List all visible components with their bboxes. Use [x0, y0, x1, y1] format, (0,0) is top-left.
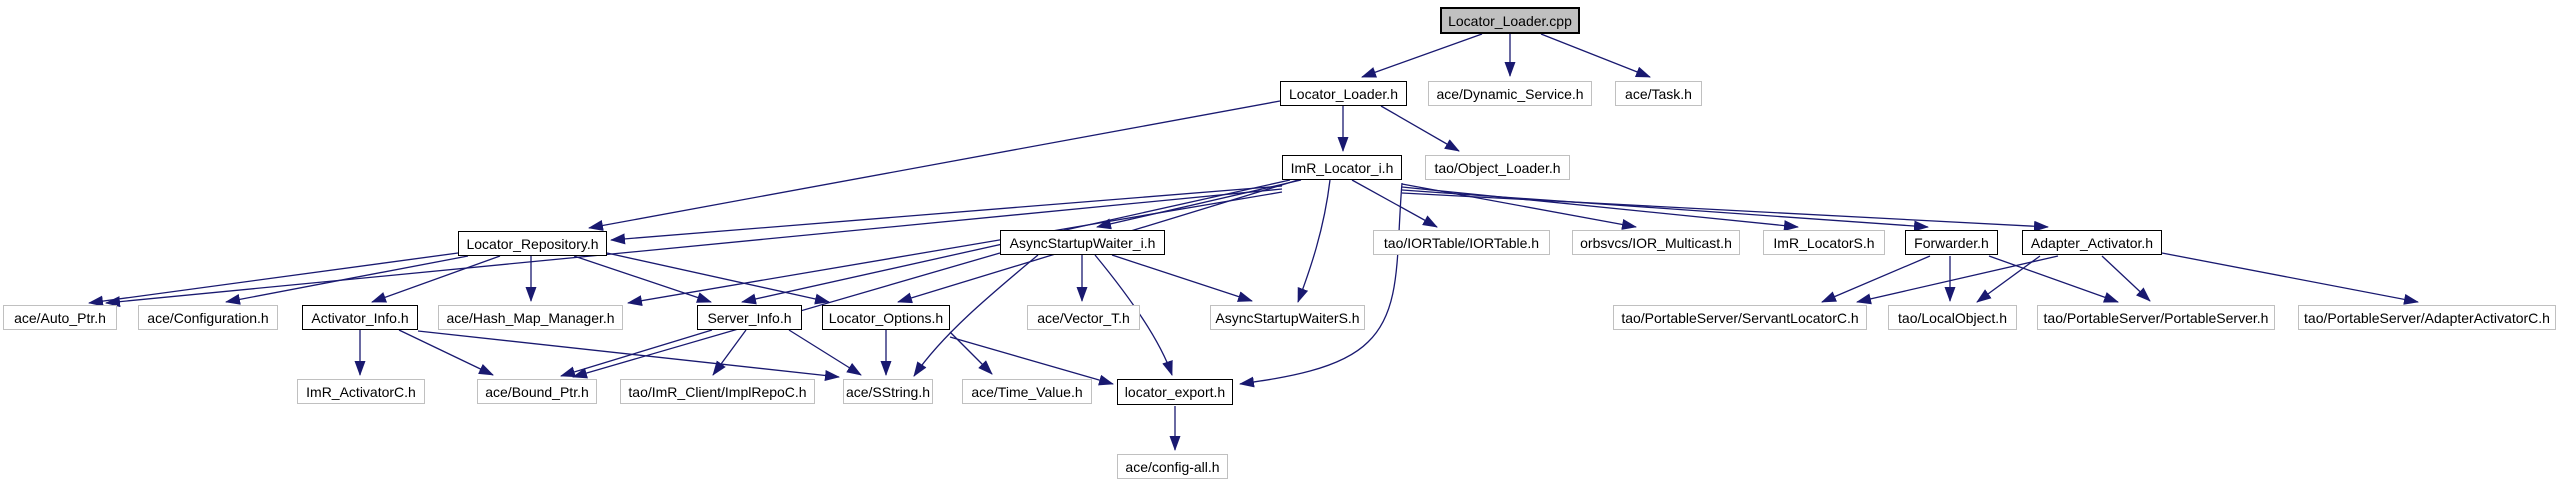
- edge-forwarder--tao-servantlocatorc: [1821, 255, 1931, 303]
- edge-locator-loader-cpp--ace-task: [1540, 33, 1651, 78]
- edge-locator-repository--locator-options: [606, 252, 830, 305]
- edge-locator-loader-h--locator-repository: [588, 100, 1281, 231]
- graph-node-ace-configuration: ace/Configuration.h: [138, 305, 278, 330]
- edge-imr-locator-i--tao-iortable: [1351, 179, 1438, 228]
- edge-adapter-activator--tao-localobject: [1976, 255, 2041, 303]
- graph-node-tao-adapteractivatorc: tao/PortableServer/AdapterActivatorC.h: [2298, 305, 2556, 330]
- graph-node-locator-loader-cpp: Locator_Loader.cpp: [1440, 7, 1580, 34]
- edge-locator-loader-cpp--locator-loader-h: [1361, 33, 1483, 78]
- graph-node-imr-locators: ImR_LocatorS.h: [1763, 230, 1885, 255]
- graph-node-ace-dynamic-service: ace/Dynamic_Service.h: [1428, 81, 1592, 106]
- graph-node-server-info[interactable]: Server_Info.h: [697, 305, 802, 330]
- graph-node-ace-config-all: ace/config-all.h: [1117, 454, 1228, 479]
- graph-node-tao-implrepoc: tao/ImR_Client/ImplRepoC.h: [620, 379, 815, 404]
- graph-node-tao-portableserver: tao/PortableServer/PortableServer.h: [2037, 305, 2275, 330]
- graph-node-ace-bound-ptr: ace/Bound_Ptr.h: [477, 379, 597, 404]
- edge-imr-locator-i--forwarder: [1401, 189, 1929, 232]
- edge-asyncstartupwaiter-i--asyncstartupwaiters: [1111, 254, 1253, 302]
- graph-node-tao-object-loader: tao/Object_Loader.h: [1425, 155, 1570, 180]
- edge-imr-locator-i--adapter-activator: [1401, 192, 2049, 232]
- edge-imr-locator-i--locator-repository: [610, 185, 1283, 245]
- edge-locator-repository--server-info: [573, 255, 712, 303]
- graph-node-adapter-activator[interactable]: Adapter_Activator.h: [2022, 230, 2162, 255]
- edge-server-info--ace-bound-ptr: [560, 329, 713, 378]
- edge-imr-locator-i--asyncstartupwaiter-i: [1096, 179, 1302, 230]
- edge-asyncstartupwaiter-i--locator-export: [1094, 254, 1173, 376]
- edge-adapter-activator--tao-adapteractivatorc: [2161, 252, 2419, 305]
- edge-imr-locator-i--locator-export: [1239, 182, 1403, 388]
- graph-node-activator-info[interactable]: Activator_Info.h: [302, 305, 418, 330]
- graph-node-locator-export[interactable]: locator_export.h: [1117, 379, 1233, 405]
- graph-node-ace-auto-ptr: ace/Auto_Ptr.h: [3, 305, 117, 330]
- graph-node-tao-servantlocatorc: tao/PortableServer/ServantLocatorC.h: [1613, 305, 1867, 330]
- edge-imr-locator-i--imr-locators: [1401, 186, 1799, 232]
- edge-adapter-activator--tao-portableserver: [2101, 255, 2151, 302]
- graph-node-asyncstartupwaiter-i[interactable]: AsyncStartupWaiter_i.h: [1000, 230, 1165, 255]
- graph-node-locator-repository[interactable]: Locator_Repository.h: [458, 231, 607, 256]
- edge-adapter-activator--tao-servantlocatorc: [1856, 255, 2059, 305]
- edge-activator-info--ace-bound-ptr: [398, 329, 494, 376]
- graph-node-tao-iortable: tao/IORTable/IORTable.h: [1373, 230, 1550, 255]
- graph-node-imr-activatorc: ImR_ActivatorC.h: [297, 379, 425, 404]
- graph-node-locator-options[interactable]: Locator_Options.h: [822, 305, 950, 330]
- graph-node-ace-sstring: ace/SString.h: [843, 379, 933, 404]
- edge-locator-repository--activator-info: [371, 255, 501, 303]
- edge-imr-locator-i--ace-hash-map-manager: [627, 191, 1283, 307]
- edge-imr-locator-i--asyncstartupwaiters: [1297, 179, 1331, 303]
- graph-node-ace-task: ace/Task.h: [1615, 81, 1702, 106]
- graph-node-locator-loader-h[interactable]: Locator_Loader.h: [1280, 81, 1407, 106]
- edge-imr-locator-i--ace-auto-ptr: [105, 188, 1283, 308]
- edge-locator-loader-h--tao-object-loader: [1380, 105, 1460, 152]
- edge-asyncstartupwaiter-i--ace-sstring: [913, 254, 1039, 377]
- graph-node-tao-localobject: tao/LocalObject.h: [1888, 305, 2017, 330]
- graph-node-ace-time-value: ace/Time_Value.h: [962, 379, 1092, 404]
- graph-node-imr-locator-i[interactable]: ImR_Locator_i.h: [1282, 155, 1402, 180]
- edge-server-info--tao-implrepoc: [712, 329, 747, 376]
- graph-node-orbsvcs-ior-multicast: orbsvcs/IOR_Multicast.h: [1572, 230, 1740, 255]
- edge-locator-repository--ace-configuration: [225, 255, 469, 305]
- edge-activator-info--ace-sstring: [417, 330, 840, 381]
- graph-node-asyncstartupwaiters: AsyncStartupWaiterS.h: [1210, 305, 1365, 330]
- edge-locator-repository--ace-auto-ptr: [88, 252, 459, 307]
- graph-node-forwarder[interactable]: Forwarder.h: [1905, 230, 1998, 255]
- edge-locator-options--locator-export: [949, 336, 1114, 386]
- edge-forwarder--tao-portableserver: [1988, 255, 2119, 303]
- graph-node-ace-hash-map-manager: ace/Hash_Map_Manager.h: [438, 305, 623, 330]
- edges-group: [88, 33, 2419, 451]
- graph-node-ace-vector-t: ace/Vector_T.h: [1027, 305, 1140, 330]
- edge-server-info--ace-sstring: [788, 329, 862, 376]
